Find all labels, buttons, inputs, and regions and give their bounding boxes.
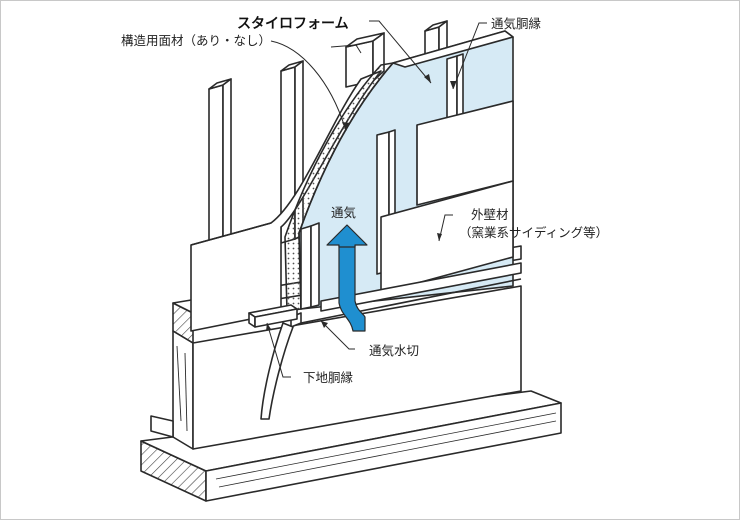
foundation-wall bbox=[150, 285, 522, 450]
label-structural-panel: 構造用面材（あり・なし） bbox=[121, 33, 271, 48]
leader-lines bbox=[266, 20, 487, 378]
label-styrofoam: スタイロフォーム bbox=[237, 16, 349, 32]
label-exterior-wall-note: （窯業系サイディング等） bbox=[459, 225, 608, 240]
airflow-arrow bbox=[326, 224, 368, 332]
label-exterior-wall: 外壁材 bbox=[471, 207, 509, 222]
base-furring-strip bbox=[248, 304, 298, 328]
flashing-lip bbox=[260, 322, 294, 420]
label-vent-flashing: 通気水切 bbox=[369, 343, 419, 358]
label-vent-furring-strip: 通気胴縁 bbox=[491, 16, 541, 31]
leader-arrowheads bbox=[266, 74, 456, 331]
vent-flashing bbox=[290, 262, 522, 328]
label-ventilation: 通気 bbox=[331, 205, 356, 220]
foundation-footing bbox=[140, 390, 562, 502]
label-base-furring-strip: 下地胴縁 bbox=[303, 370, 353, 385]
exterior-siding bbox=[380, 100, 514, 294]
